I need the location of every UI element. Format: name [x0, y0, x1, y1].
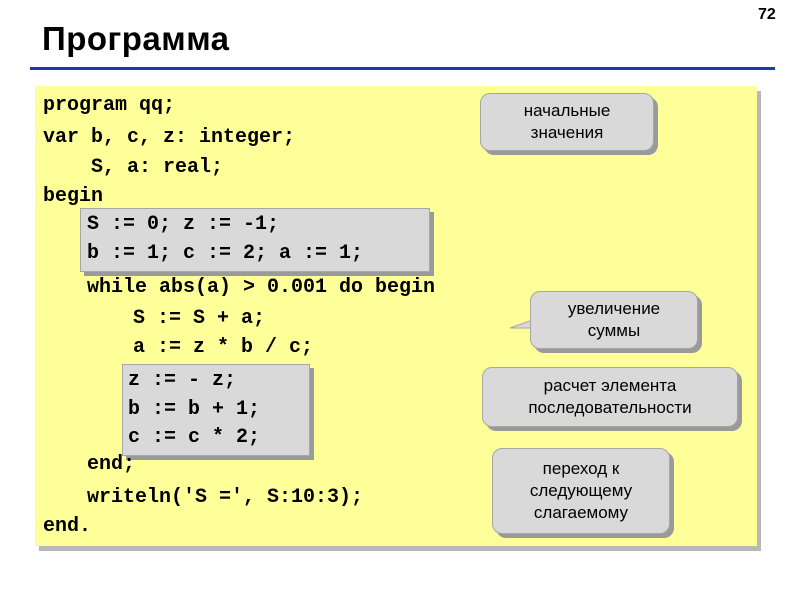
title-divider: [30, 67, 775, 70]
callout-next-term: переход к следующему слагаемому: [492, 448, 670, 534]
callout-next-line3: слагаемому: [533, 503, 629, 522]
code-line-init-2: b := 1; c := 2; a := 1;: [87, 242, 364, 265]
callout-element-calc: расчет элемента последовательности: [482, 367, 738, 427]
callout-initial-line2: значения: [530, 123, 604, 142]
callout-sum-line1: увеличение: [567, 299, 661, 318]
code-line-while: while abs(a) > 0.001 do begin: [87, 276, 436, 299]
code-line-init-1: S := 0; z := -1;: [87, 213, 280, 236]
code-line-b-inc: b := b + 1;: [128, 398, 261, 421]
callout-initial-values: начальные значения: [480, 93, 654, 151]
slide-title: Программа: [42, 20, 230, 57]
code-line-c-mul: c := c * 2;: [128, 426, 261, 449]
init-values-highlight: [80, 208, 430, 272]
code-line-writeln: writeln('S =', S:10:3);: [87, 486, 364, 509]
callout-initial-line1: начальные: [523, 101, 611, 120]
code-line-end-loop: end;: [87, 453, 136, 476]
code-line-program: program qq;: [43, 94, 176, 117]
code-line-end: end.: [43, 515, 92, 538]
code-line-begin: begin: [43, 185, 104, 208]
callout-next-line2: следующему: [529, 481, 633, 500]
callout-sum-line2: суммы: [587, 321, 641, 340]
callout-next-line1: переход к: [542, 459, 620, 478]
slide-number: 72: [758, 6, 776, 23]
code-line-sum: S := S + a;: [133, 307, 266, 330]
code-line-sign: z := - z;: [128, 369, 237, 392]
callout-element-line1: расчет элемента: [543, 376, 677, 395]
code-line-real: S, a: real;: [43, 156, 224, 179]
code-line-var: var b, c, z: integer;: [43, 126, 296, 149]
callout-element-line2: последовательности: [528, 398, 692, 417]
code-line-element: a := z * b / c;: [133, 336, 314, 359]
element-update-highlight: [122, 364, 310, 456]
callout-sum-increase: увеличение суммы: [530, 291, 698, 349]
